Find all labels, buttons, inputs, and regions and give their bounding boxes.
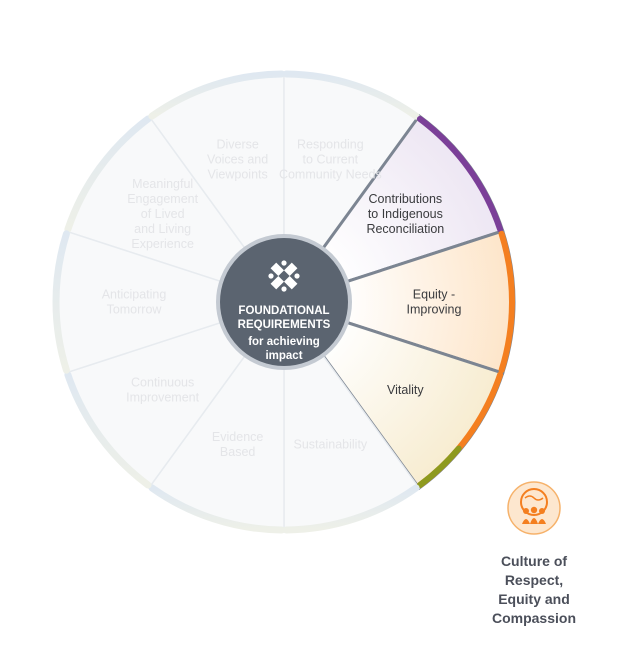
segment-label-continuous-improvement: Continuous — [131, 376, 194, 390]
hub-title-line-1: FOUNDATIONAL — [238, 305, 329, 317]
segment-label-responding-needs: to Current — [303, 152, 359, 166]
segment-label-responding-needs: Community Needs — [279, 167, 382, 181]
legend-label-line: Compassion — [491, 610, 576, 626]
legend-label-line: Respect, — [504, 572, 564, 588]
legend-label-line: Culture of — [500, 553, 568, 569]
segment-label-indigenous-reconciliation: to Indigenous — [368, 207, 443, 221]
segment-label-evidence-based: Evidence — [212, 430, 263, 444]
segment-label-sustainability: Sustainability — [294, 438, 368, 452]
segment-label-diverse-voices: Diverse — [216, 137, 258, 151]
rim-continuous-improvement — [64, 371, 152, 489]
rim-equity-improving — [498, 230, 515, 374]
segment-label-meaningful-engagement: Experience — [131, 237, 194, 251]
hub-subtitle-line-1: for achieving — [248, 336, 320, 348]
hub-subtitle-line-2: impact — [265, 350, 302, 362]
rim-layer — [52, 70, 515, 534]
hub-logo-icon — [268, 260, 300, 292]
rim-sustainability — [282, 484, 420, 534]
segment-label-meaningful-engagement: of Lived — [141, 207, 185, 221]
rim-anticipating-tomorrow — [52, 230, 70, 374]
segment-label-anticipating-tomorrow: Tomorrow — [107, 303, 163, 317]
segment-label-meaningful-engagement: Engagement — [127, 192, 198, 206]
segment-label-anticipating-tomorrow: Anticipating — [102, 288, 167, 302]
segment-label-indigenous-reconciliation: Reconciliation — [366, 222, 444, 236]
rim-diverse-voices — [148, 70, 286, 120]
hub-circle — [216, 234, 352, 370]
segment-label-meaningful-engagement: and Living — [134, 222, 191, 236]
rim-indigenous-reconciliation — [416, 115, 504, 233]
rim-meaningful-engagement — [64, 115, 152, 233]
segment-label-responding-needs: Responding — [297, 137, 364, 151]
people-globe-icon — [507, 481, 561, 535]
segment-label-equity-improving: Improving — [407, 303, 462, 317]
hub: FOUNDATIONAL REQUIREMENTS for achieving … — [216, 234, 352, 370]
rim-evidence-based — [148, 484, 286, 534]
segment-label-equity-improving: Equity - — [413, 288, 455, 302]
segment-label-vitality: Vitality — [387, 383, 424, 397]
rim-vitality-accent — [416, 445, 462, 489]
segment-label-meaningful-engagement: Meaningful — [132, 177, 193, 191]
rim-responding-needs — [282, 70, 420, 120]
legend: Culture of Respect, Equity and Compassio… — [472, 480, 596, 628]
segment-label-diverse-voices: Viewpoints — [208, 167, 268, 181]
segment-label-diverse-voices: Voices and — [207, 152, 268, 166]
segment-label-continuous-improvement: Improvement — [126, 391, 199, 405]
hub-title-line-2: REQUIREMENTS — [238, 319, 331, 331]
legend-label-line: Equity and — [498, 591, 570, 607]
segment-label-indigenous-reconciliation: Contributions — [369, 192, 443, 206]
segment-label-evidence-based: Based — [220, 445, 255, 459]
legend-label: Culture of Respect, Equity and Compassio… — [472, 552, 596, 628]
